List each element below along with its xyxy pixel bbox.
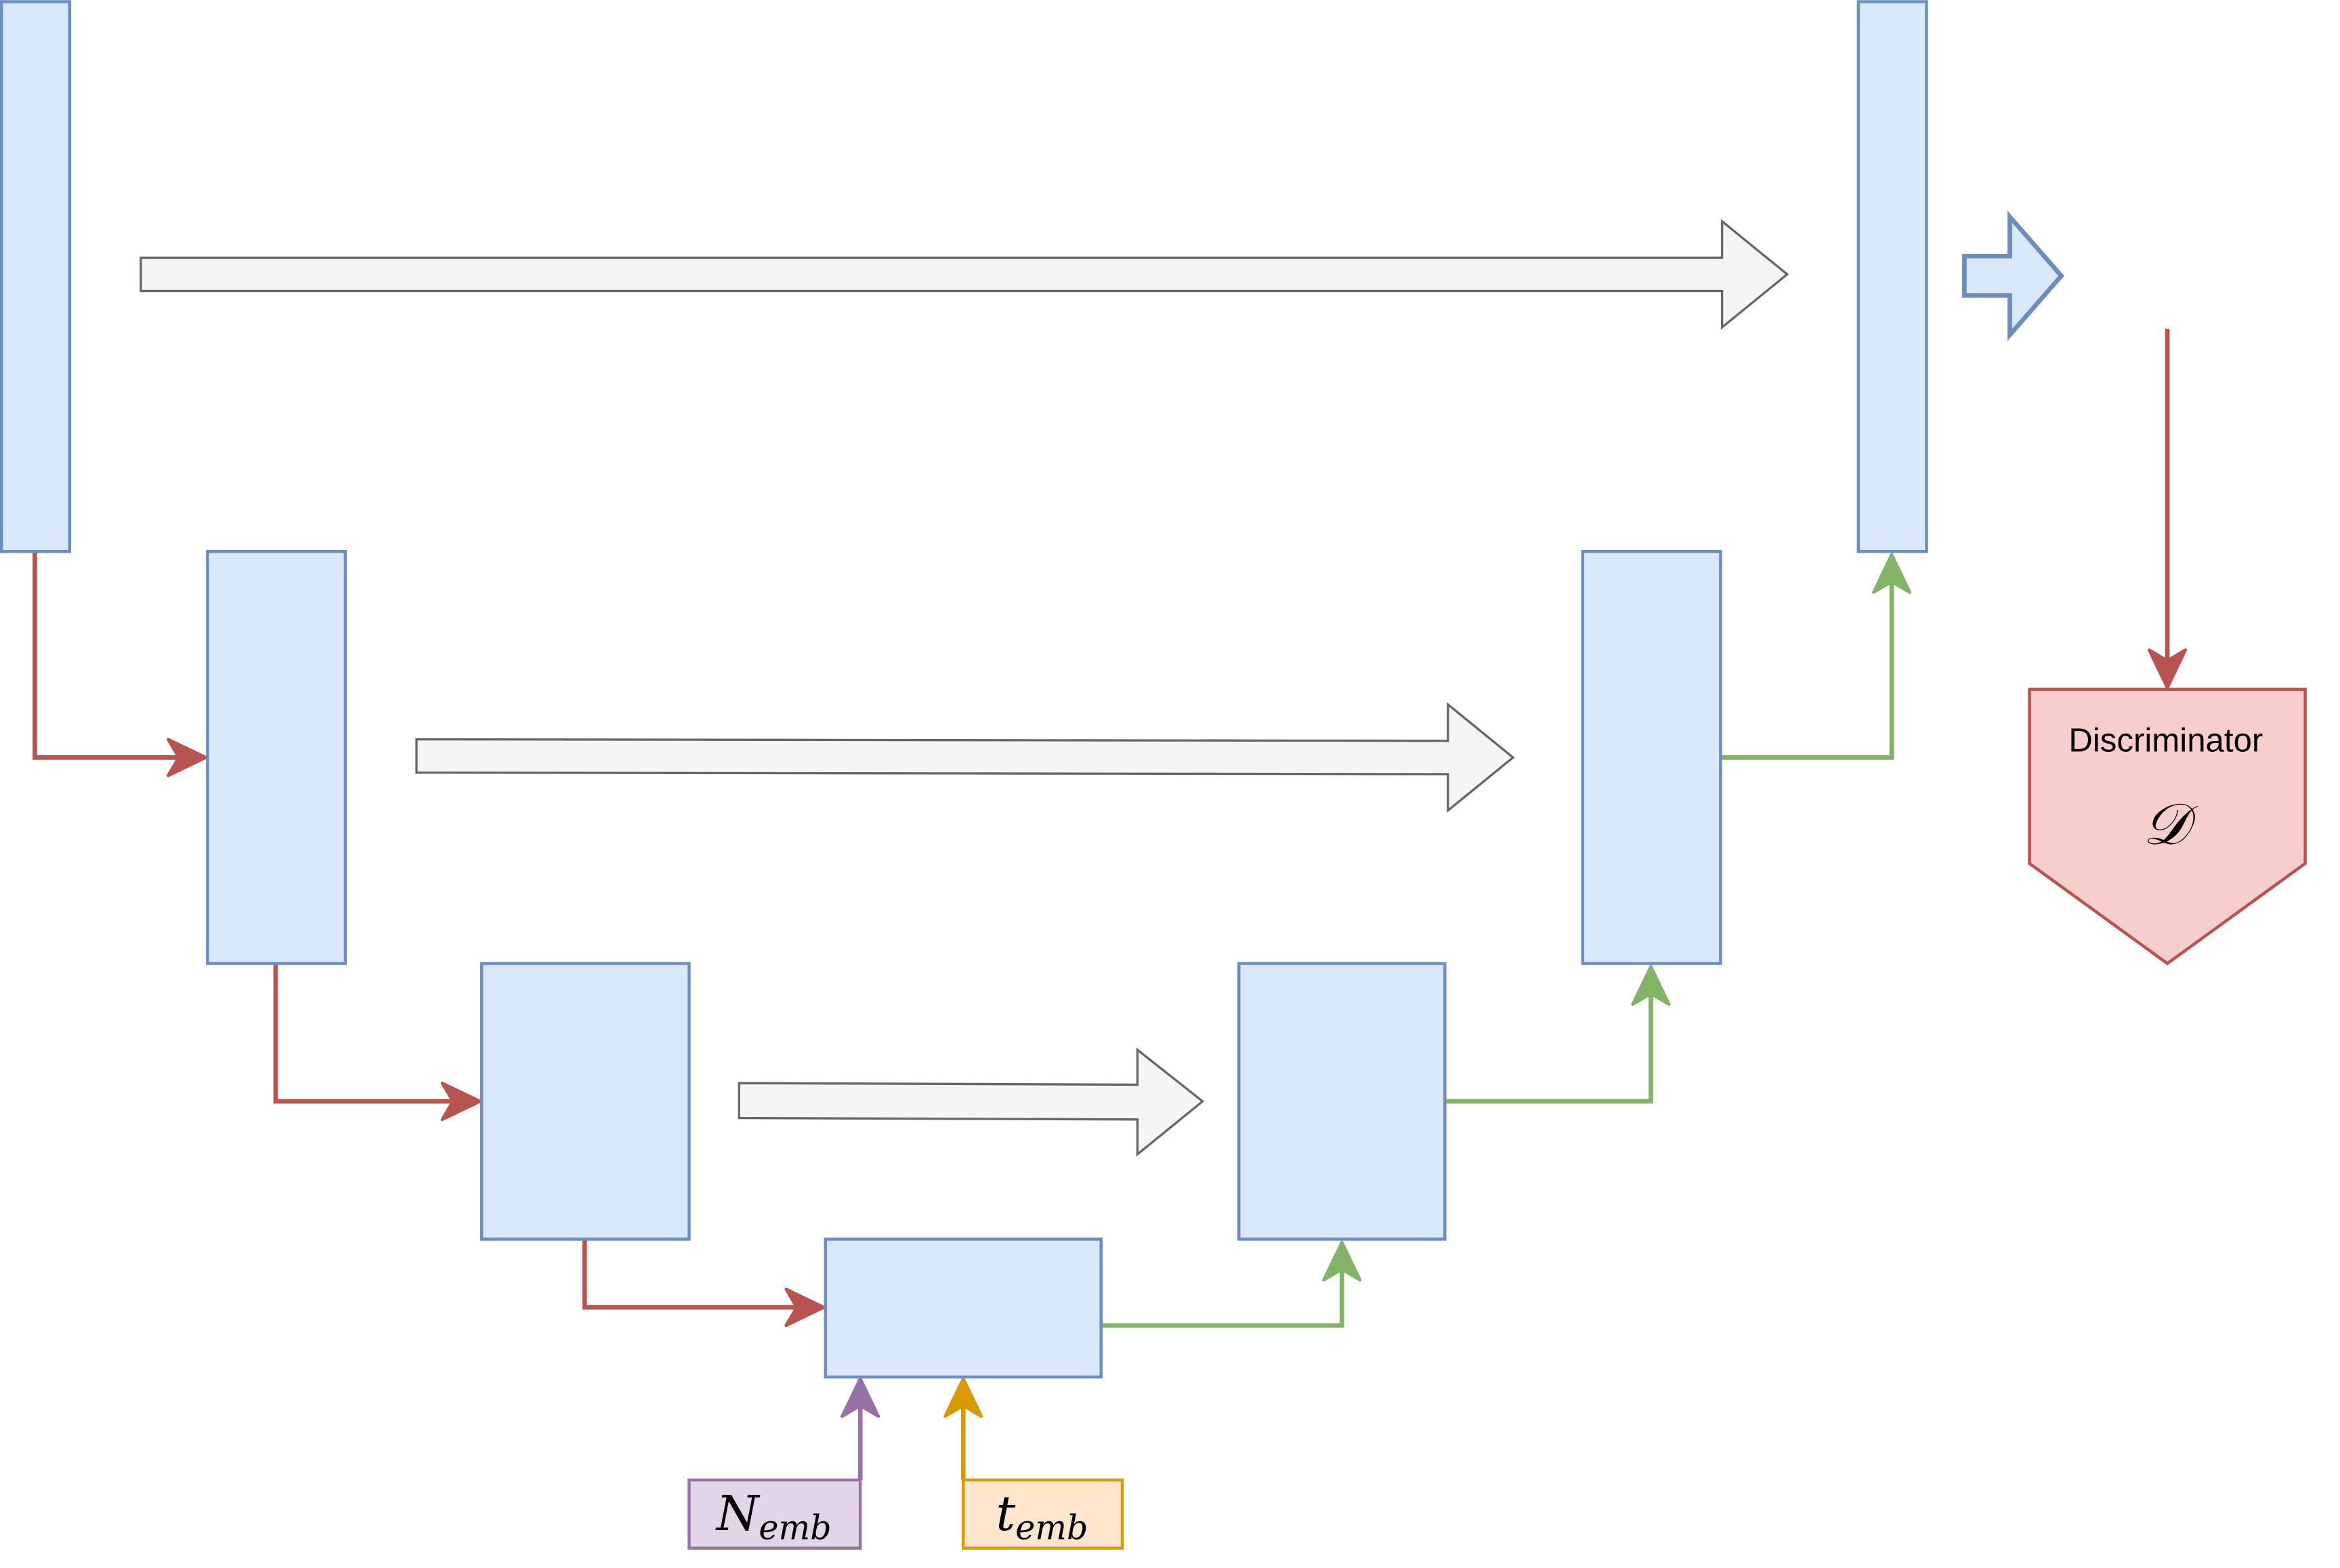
skip-arrow-level-3 [738, 1047, 1205, 1157]
decoder-arrowhead-2 [1631, 965, 1671, 1007]
bottleneck-block [824, 1237, 1103, 1379]
decoder-block-2 [1581, 550, 1722, 965]
decoder-connector-1 [1101, 1263, 1344, 1328]
discriminator-shape [2028, 687, 2307, 966]
encoder-connector-1 [33, 551, 187, 760]
encoder-block-1 [0, 0, 72, 553]
encoder-connector-2 [273, 963, 461, 1104]
decoder-connector-3 [1720, 576, 1894, 760]
decoder-connector-2 [1445, 988, 1653, 1104]
svg-text:temb: temb [996, 1485, 1088, 1547]
time-embedding-box [962, 1478, 1124, 1550]
time-embedding-arrowhead [943, 1376, 983, 1418]
noise-embedding-box [687, 1478, 862, 1550]
output-arrow [1962, 211, 2064, 341]
noise-embedding-subscript: emb [759, 1508, 831, 1547]
discriminator-label: Discriminator [2068, 721, 2263, 759]
encoder-arrowhead-1 [166, 738, 208, 778]
encoder-block-3 [480, 962, 691, 1241]
encoder-arrowhead-3 [784, 1288, 826, 1328]
discriminator: Discriminator 𝒟 [2028, 687, 2307, 966]
noise-embedding-symbol: N [715, 1485, 761, 1542]
decoder-arrowhead-1 [1322, 1240, 1362, 1282]
noise-embedding-arrowhead [841, 1376, 880, 1418]
decoder-arrowhead-3 [1872, 553, 1912, 594]
time-embedding-subscript: emb [1015, 1508, 1088, 1547]
skip-arrow-level-2 [415, 702, 1515, 813]
noise-embedding: Nemb [687, 1478, 862, 1550]
encoder-block-2 [206, 550, 347, 965]
svg-text:Nemb: Nemb [715, 1485, 832, 1547]
decoder-block-3 [1856, 0, 1928, 553]
decoder-block-1 [1237, 962, 1447, 1241]
discriminator-input-arrowhead [2147, 648, 2188, 690]
encoder-arrowhead-2 [440, 1081, 482, 1122]
skip-arrow-level-1 [140, 219, 1789, 330]
time-embedding: temb [962, 1478, 1124, 1550]
time-embedding-symbol: t [996, 1485, 1016, 1542]
encoder-connector-3 [582, 1239, 805, 1310]
